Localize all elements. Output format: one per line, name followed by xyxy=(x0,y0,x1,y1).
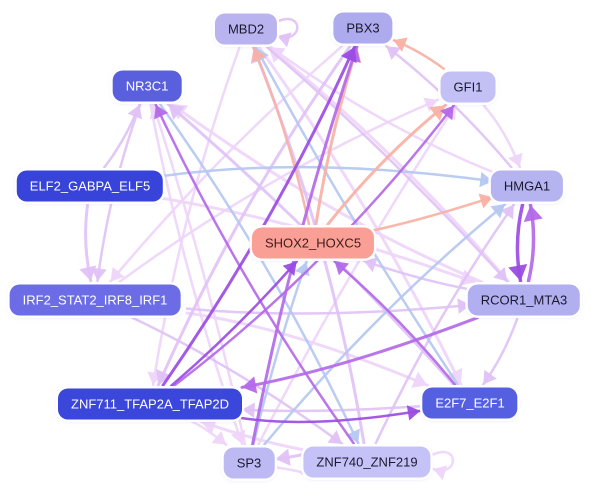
edge-MBD2-RCOR1_MTA3 xyxy=(266,46,509,283)
arrowhead-icon xyxy=(168,104,185,121)
arrowhead-icon xyxy=(446,367,463,385)
arrowhead-icon xyxy=(386,46,402,61)
edge-NR3C1-ZNF740_ZNF219 xyxy=(159,103,360,445)
node-ELF2_GABPA_ELF5[interactable]: ELF2_GABPA_ELF5 xyxy=(16,170,164,202)
edge-SP3-GFI1 xyxy=(257,104,457,446)
edge-RCOR1_MTA3-MBD2 xyxy=(267,45,510,283)
arrowhead-icon xyxy=(393,37,408,52)
arrowhead-icon xyxy=(277,32,292,48)
arrowhead-icon xyxy=(411,371,428,388)
arrowhead-icon xyxy=(334,261,350,276)
arrowhead-icon xyxy=(508,152,523,168)
edge-SP3-HMGA1 xyxy=(263,203,507,446)
edge-RCOR1_MTA3-ZNF711_TFAP2A_TFAP2D xyxy=(240,316,479,389)
edge-SP3-ZNF740_ZNF219 xyxy=(274,466,305,475)
node-E2F7_E2F1[interactable]: E2F7_E2F1 xyxy=(422,387,518,419)
edge-MBD2-E2F7_E2F1 xyxy=(257,46,463,386)
arrowhead-icon xyxy=(270,47,286,61)
arrowhead-icon xyxy=(110,266,125,282)
arrowhead-icon xyxy=(154,104,169,120)
arrowhead-icon xyxy=(327,430,343,444)
edge-IRF2_STAT2_IRF8_IRF1-E2F7_E2F1 xyxy=(185,311,429,387)
edge-PBX3-IRF2_STAT2_IRF8_IRF1 xyxy=(109,45,344,283)
arrowhead-icon xyxy=(155,368,172,386)
edge-E2F7_E2F1-MBD2 xyxy=(254,46,459,386)
edge-PBX3-ZNF711_TFAP2A_TFAP2D xyxy=(156,45,352,387)
edge-ZNF740_ZNF219-HMGA1 xyxy=(374,203,516,445)
edge-SP3-SHOX2_HOXC5 xyxy=(252,260,308,446)
arrowhead-icon xyxy=(479,171,493,188)
edge-SHOX2_HOXC5-GFI1 xyxy=(326,103,447,226)
arrowhead-icon xyxy=(523,204,543,222)
edge-SHOX2_HOXC5-MBD2 xyxy=(252,46,311,226)
arrowhead-icon xyxy=(493,267,508,282)
arrowhead-icon xyxy=(345,428,360,444)
edge-IRF2_STAT2_IRF8_IRF1-GFI1 xyxy=(118,98,440,284)
node-NR3C1[interactable]: NR3C1 xyxy=(112,70,182,102)
node-RCOR1_MTA3[interactable]: RCOR1_MTA3 xyxy=(467,284,581,316)
arrowhead-icon xyxy=(433,465,448,481)
arrowhead-icon xyxy=(201,417,218,435)
arrowhead-icon xyxy=(478,193,493,209)
arrowhead-icon xyxy=(508,264,528,282)
arrowhead-icon xyxy=(79,265,97,282)
edge-E2F7_E2F1-SHOX2_HOXC5 xyxy=(333,260,457,386)
edge-ZNF740_ZNF219-NR3C1 xyxy=(154,103,355,445)
arrowhead-icon xyxy=(490,204,505,219)
edge-HMGA1-MBD2 xyxy=(269,45,495,174)
node-PBX3[interactable]: PBX3 xyxy=(333,12,393,44)
arrowhead-icon xyxy=(429,105,446,121)
node-ZNF711_TFAP2A_TFAP2D[interactable]: ZNF711_TFAP2A_TFAP2D xyxy=(58,388,242,420)
arrowhead-icon xyxy=(275,448,291,466)
arrowhead-icon xyxy=(282,261,297,277)
node-MBD2[interactable]: MBD2 xyxy=(214,13,278,45)
node-HMGA1[interactable]: HMGA1 xyxy=(490,170,564,202)
node-SHOX2_HOXC5[interactable]: SHOX2_HOXC5 xyxy=(251,227,375,259)
arrowhead-icon xyxy=(423,97,438,112)
edge-HMGA1-PBX3 xyxy=(385,44,513,169)
node-SP3[interactable]: SP3 xyxy=(223,447,275,479)
node-GFI1[interactable]: GFI1 xyxy=(440,71,496,103)
arrowhead-icon xyxy=(251,47,266,63)
edge-SHOX2_HOXC5-HMGA1 xyxy=(369,195,495,233)
edge-MBD2-ZNF711_TFAP2A_TFAP2D xyxy=(151,46,241,387)
edge-IRF2_STAT2_IRF8_IRF1-RCOR1_MTA3 xyxy=(185,303,472,315)
arrowhead-icon xyxy=(439,105,454,121)
arrowhead-icon xyxy=(483,369,497,385)
arrowhead-icon xyxy=(241,402,255,418)
edge-ZNF711_TFAP2A_TFAP2D-PBX3 xyxy=(161,45,357,387)
arrowhead-icon xyxy=(363,257,378,273)
arrowhead-icon xyxy=(211,430,227,445)
arrowhead-icon xyxy=(91,267,107,282)
edge-ZNF711_TFAP2A_TFAP2D-E2F7_E2F1 xyxy=(240,409,422,424)
node-ZNF740_ZNF219[interactable]: ZNF740_ZNF219 xyxy=(303,446,431,478)
arrowhead-icon xyxy=(241,376,258,394)
node-IRF2_STAT2_IRF8_IRF1[interactable]: IRF2_STAT2_IRF8_IRF1 xyxy=(9,284,181,316)
arrowhead-icon xyxy=(457,298,471,314)
arrowhead-icon xyxy=(340,46,357,64)
edge-ZNF711_TFAP2A_TFAP2D-SHOX2_HOXC5 xyxy=(170,260,298,387)
arrowhead-icon xyxy=(406,405,421,421)
edge-IRF2_STAT2_IRF8_IRF1-ZNF740_ZNF219 xyxy=(131,316,344,446)
arrowhead-icon xyxy=(500,204,514,220)
